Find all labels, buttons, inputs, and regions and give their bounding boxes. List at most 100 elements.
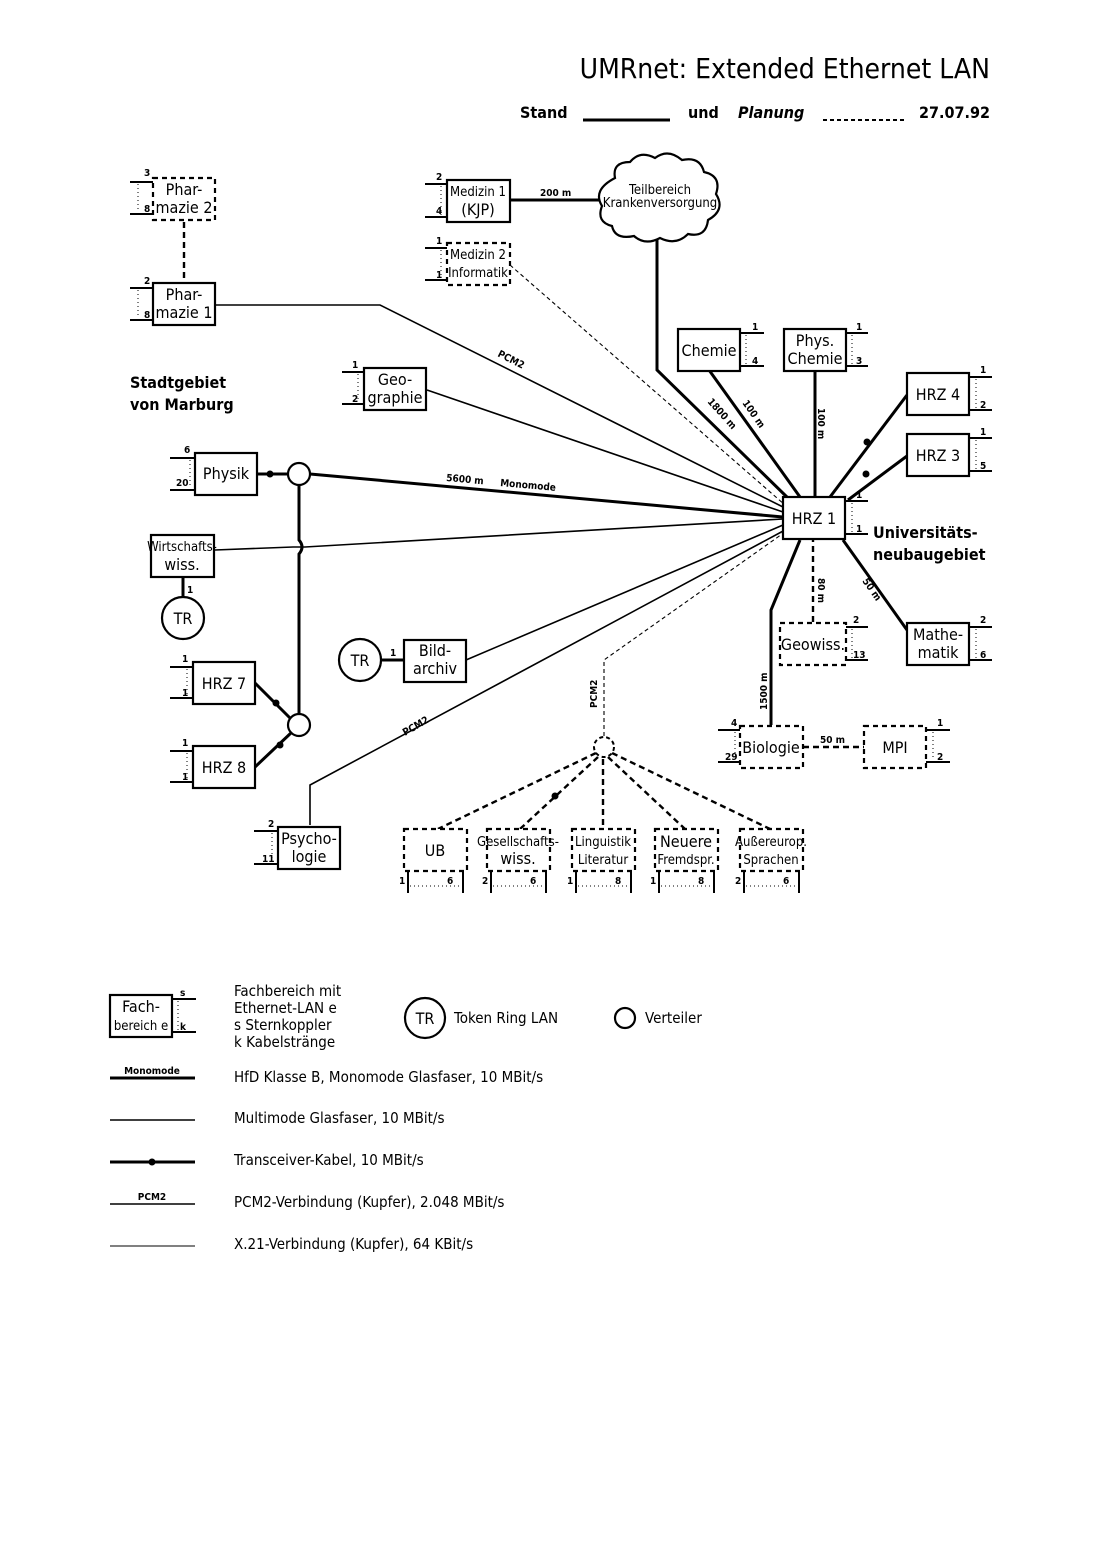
svg-text:1: 1 — [187, 585, 193, 596]
node-biologie[interactable]: Biologie 4 29 — [718, 718, 805, 770]
legend-monomode-tag: Monomode — [124, 1066, 180, 1077]
node-chemie-l1: Chemie — [682, 341, 737, 360]
node-wirtschaft-l2: wiss. — [164, 555, 199, 574]
transceiver-dot-hrz4 — [863, 438, 871, 446]
svg-text:8: 8 — [144, 204, 150, 215]
token-ring-wirtschaft: TR — [160, 595, 206, 641]
node-hrz3[interactable]: HRZ 3 1 5 — [905, 427, 992, 478]
node-mathematik[interactable]: Mathe- matik 2 6 — [905, 615, 992, 667]
label-pcm2-psychologie: PCM2 — [401, 715, 431, 739]
transceiver-dot-hrz3 — [862, 470, 870, 478]
legend-monomode-text: HfD Klasse B, Monomode Glasfaser, 10 MBi… — [234, 1068, 543, 1086]
svg-text:TR: TR — [415, 1009, 435, 1028]
node-neuere[interactable]: Neuere Fremdspr. 1 8 — [650, 827, 720, 893]
date-label: 27.07.92 — [919, 103, 990, 122]
legend: Fach- bereich e s k Fachbereich mit Ethe… — [108, 982, 702, 1253]
node-geographie[interactable]: Geo- graphie 1 2 — [342, 360, 428, 412]
svg-text:1: 1 — [352, 360, 358, 371]
verteiler-lower — [593, 736, 615, 758]
legend-transceiver-text: Transceiver-Kabel, 10 MBit/s — [233, 1151, 424, 1169]
node-mpi[interactable]: MPI 1 2 — [862, 718, 950, 770]
node-aussereurop[interactable]: Außereurop. Sprachen 2 6 — [735, 827, 807, 893]
transceiver-dot-hrz7 — [272, 699, 280, 707]
node-hrz4[interactable]: HRZ 4 1 2 — [905, 365, 992, 417]
svg-text:2: 2 — [352, 394, 358, 405]
node-hrz1-l1: HRZ 1 — [792, 509, 836, 528]
label-200m: 200 m — [540, 188, 571, 199]
svg-text:3: 3 — [144, 168, 150, 179]
legend-desc-4: k Kabelstränge — [234, 1033, 335, 1051]
link-psychologie-hrz1 — [309, 529, 786, 825]
node-hrz1[interactable]: HRZ 1 1 1 — [781, 490, 868, 541]
svg-text:1: 1 — [182, 654, 188, 665]
svg-text:1: 1 — [567, 876, 573, 887]
label-100m-physchemie: 100 m — [815, 408, 826, 439]
svg-text:s: s — [180, 988, 185, 999]
und-label: und — [688, 103, 719, 122]
svg-text:1: 1 — [436, 270, 442, 281]
node-physchemie-l2: Chemie — [788, 349, 843, 368]
legend-token-ring-label: Token Ring LAN — [453, 1009, 558, 1027]
node-physik-l1: Physik — [203, 464, 250, 483]
node-chemie[interactable]: Chemie 1 4 — [676, 322, 764, 373]
cloud-krankenversorgung: Teilbereich Krankenversorgung — [597, 152, 721, 243]
node-pharmazie1[interactable]: Phar- mazie 1 2 8 — [130, 276, 217, 327]
node-pharmazie1-l1: Phar- — [166, 285, 203, 304]
svg-text:1: 1 — [856, 524, 862, 535]
node-pharmazie1-l2: mazie 1 — [156, 303, 213, 322]
node-neuere-l1: Neuere — [660, 832, 712, 851]
node-geowiss[interactable]: Geowiss. 2 13 — [778, 615, 868, 667]
node-psychologie-l1: Psycho- — [281, 829, 337, 848]
node-hrz3-l1: HRZ 3 — [916, 446, 960, 465]
node-physchemie[interactable]: Phys. Chemie 1 3 — [782, 322, 868, 373]
node-psychologie[interactable]: Psycho- logie 2 11 — [254, 819, 342, 871]
node-hrz7[interactable]: HRZ 7 1 1 — [170, 654, 257, 706]
link-geographie-hrz1 — [426, 389, 784, 513]
svg-text:1: 1 — [752, 322, 758, 333]
node-wirtschaft[interactable]: Wirtschafts- wiss. 1 — [147, 533, 217, 596]
node-pharmazie2[interactable]: Phar- mazie 2 3 8 — [130, 168, 217, 222]
svg-text:4: 4 — [731, 718, 737, 729]
link-medizin2-hrz1 — [509, 264, 786, 506]
node-gesellschaft[interactable]: Gesellschafts- wiss. 2 6 — [477, 827, 559, 893]
label-pcm2-lower: PCM2 — [589, 680, 600, 708]
link-physik-hrz1 — [309, 472, 784, 519]
planung-label: Planung — [738, 103, 804, 122]
svg-text:1: 1 — [650, 876, 656, 887]
node-mathematik-l1: Mathe- — [913, 625, 963, 644]
label-monomode: Monomode — [500, 478, 557, 494]
region-uni-line1: Universitäts- — [873, 523, 978, 542]
svg-text:4: 4 — [436, 206, 442, 217]
node-geographie-l1: Geo- — [378, 370, 412, 389]
link-hrz8-verteiler — [253, 730, 294, 769]
label-5600m: 5600 m — [446, 473, 484, 487]
node-bildarchiv[interactable]: Bild- archiv 1 — [390, 638, 468, 684]
link-hrz7-verteiler — [253, 681, 292, 720]
node-medizin2[interactable]: Medizin 2 Informatik 1 1 — [425, 236, 512, 287]
svg-text:8: 8 — [698, 876, 704, 887]
node-physik[interactable]: Physik 6 20 — [170, 445, 259, 497]
legend-transceiver-dot — [148, 1158, 156, 1166]
node-aussereurop-l1: Außereurop. — [735, 835, 807, 850]
svg-text:20: 20 — [176, 478, 189, 489]
label-1500m: 1500 m — [759, 672, 770, 710]
node-hrz8[interactable]: HRZ 8 1 1 — [170, 738, 257, 790]
svg-text:1: 1 — [436, 236, 442, 247]
svg-text:TR: TR — [173, 609, 193, 628]
svg-text:5: 5 — [980, 461, 986, 472]
stand-label: Stand — [520, 103, 568, 122]
svg-text:1: 1 — [390, 648, 396, 659]
legend-pcm2-text: PCM2-Verbindung (Kupfer), 2.048 MBit/s — [234, 1193, 504, 1211]
legend-fachbereich-box: Fach- bereich e s k — [108, 988, 196, 1039]
node-ub[interactable]: UB 1 6 — [399, 827, 469, 893]
svg-text:TR: TR — [350, 651, 370, 670]
node-hrz4-l1: HRZ 4 — [916, 385, 960, 404]
node-linguistik[interactable]: Linguistik Literatur 1 8 — [567, 827, 637, 893]
svg-text:11: 11 — [262, 854, 275, 865]
node-medizin1[interactable]: Medizin 1 (KJP) 2 4 — [425, 172, 512, 224]
svg-text:2: 2 — [482, 876, 488, 887]
link-bildarchiv-hrz1 — [465, 524, 784, 661]
svg-text:2: 2 — [980, 615, 986, 626]
svg-text:6: 6 — [980, 650, 986, 661]
link-mathematik-hrz1 — [841, 539, 909, 631]
